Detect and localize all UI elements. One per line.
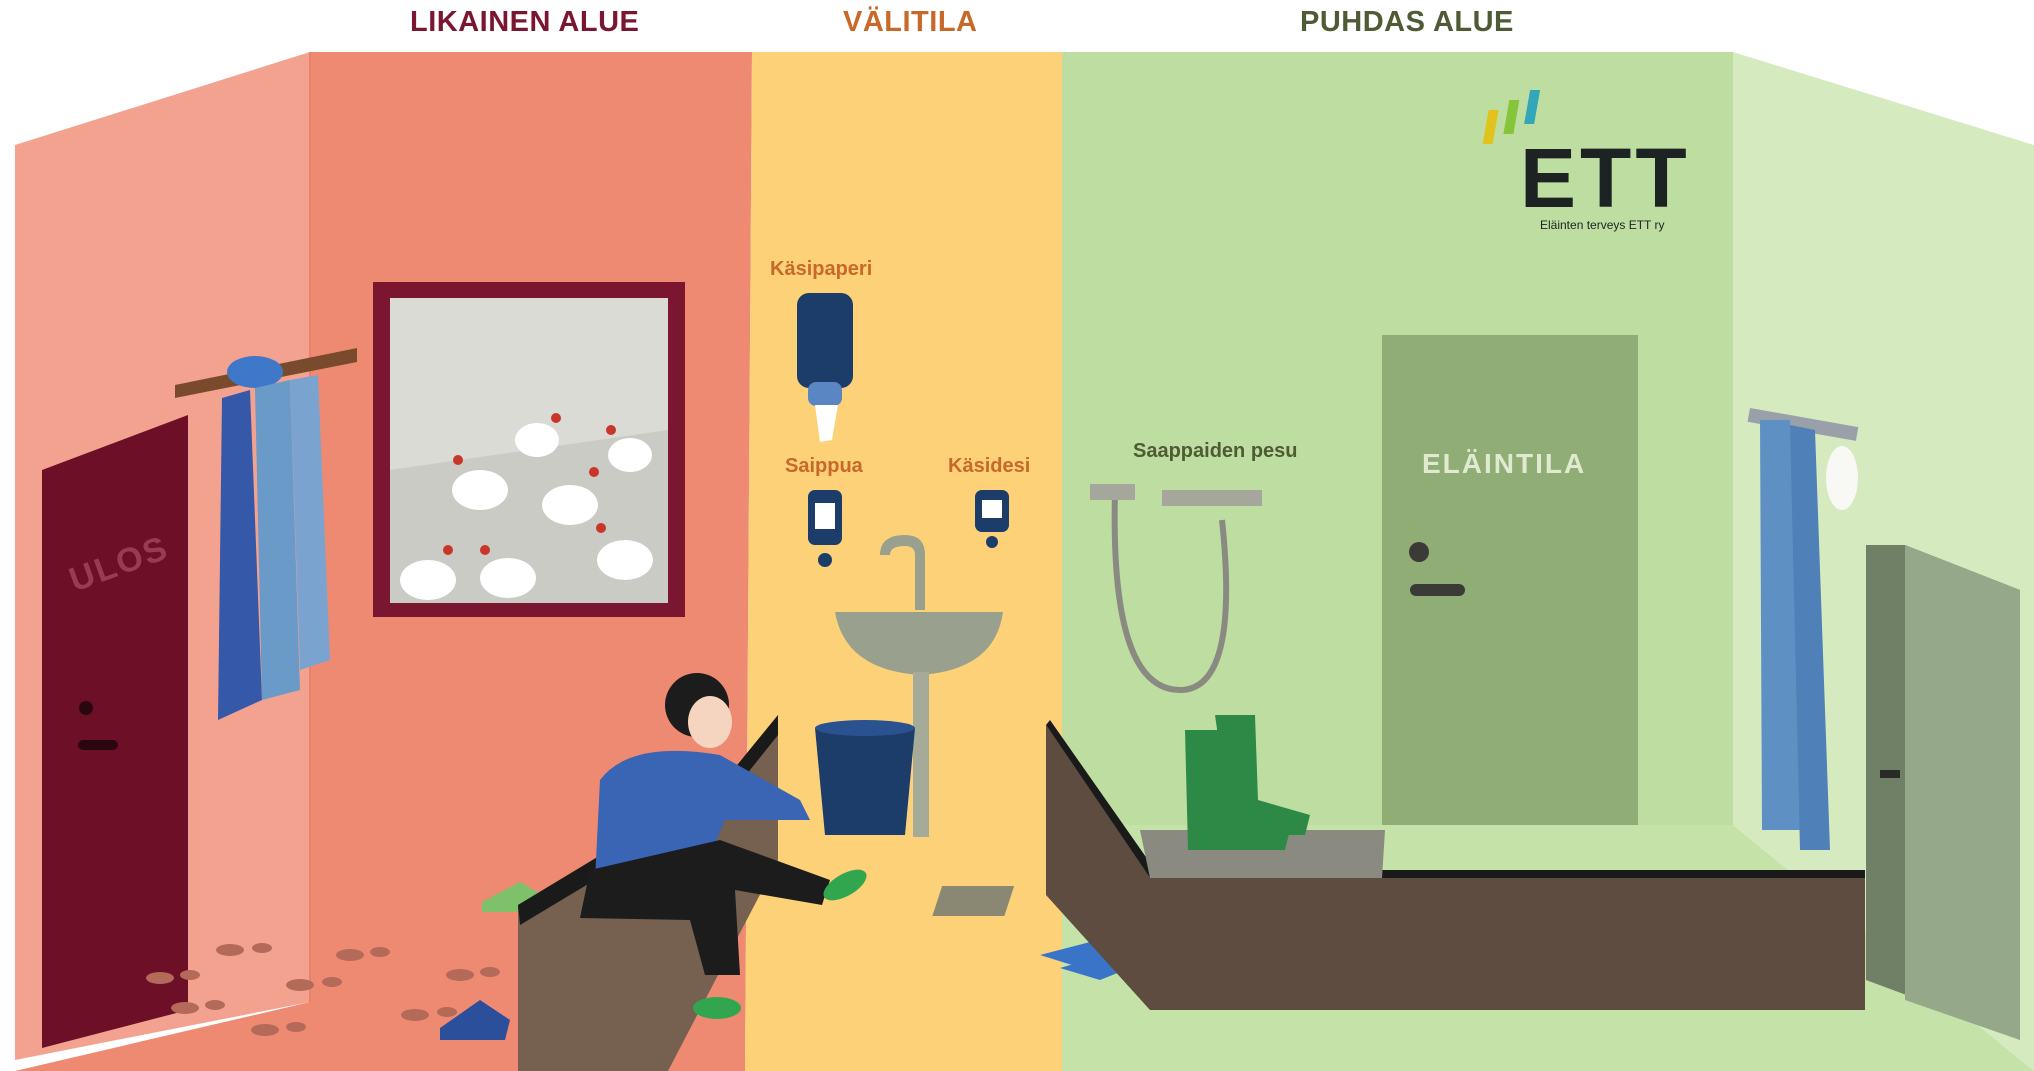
ett-logo-mark: [1482, 90, 1541, 144]
cap: [227, 356, 283, 388]
boot-wash-platform: [1046, 725, 1865, 1010]
work-shirt: [290, 375, 330, 670]
boot-wash-shower: [1090, 484, 1262, 694]
clean-overalls: [1790, 425, 1830, 850]
ett-logo-name: ETT: [1520, 131, 1691, 225]
dirty-zone-title: LIKAINEN ALUE: [410, 6, 640, 38]
exit-door[interactable]: [42, 415, 188, 1048]
white-hat: [1826, 446, 1858, 510]
door-handle[interactable]: [1410, 584, 1465, 596]
sneakers: [440, 1000, 510, 1040]
work-shirt: [255, 380, 300, 700]
door-lock: [1409, 542, 1429, 562]
clean-overalls: [1760, 420, 1808, 830]
intermediate-zone-title: VÄLITILA: [843, 6, 978, 38]
soap-label: Saippua: [785, 455, 863, 477]
door-handle[interactable]: [78, 740, 118, 750]
door-lock: [79, 701, 93, 715]
work-shirt: [218, 390, 262, 720]
intermediate-zone: [745, 52, 1062, 1071]
hand-sanitizer-label: Käsidesi: [948, 455, 1031, 477]
rubber-boots: [1185, 715, 1310, 850]
hand-paper-label: Käsipaperi: [770, 258, 873, 280]
floor-drain: [932, 886, 1015, 916]
coat-hook: [1747, 407, 1859, 441]
animal-room-door-label: ELÄINTILA: [1422, 448, 1587, 479]
boot-wash-label: Saappaiden pesu: [1133, 440, 1298, 462]
clean-zone-title: PUHDAS ALUE: [1300, 6, 1514, 38]
animal-room-door[interactable]: [1382, 335, 1638, 825]
person-changing-shoes: [580, 673, 867, 1019]
soap-dispenser: [808, 490, 842, 567]
hand-sanitizer-dispenser: [975, 490, 1009, 548]
footprints: [146, 943, 500, 1036]
ett-logo-subtitle: Eläinten terveys ETT ry: [1540, 218, 1665, 232]
paper-towel-dispenser: [797, 293, 853, 388]
chickens: [400, 423, 653, 600]
sink: [835, 535, 1003, 837]
bucket: [815, 720, 915, 835]
